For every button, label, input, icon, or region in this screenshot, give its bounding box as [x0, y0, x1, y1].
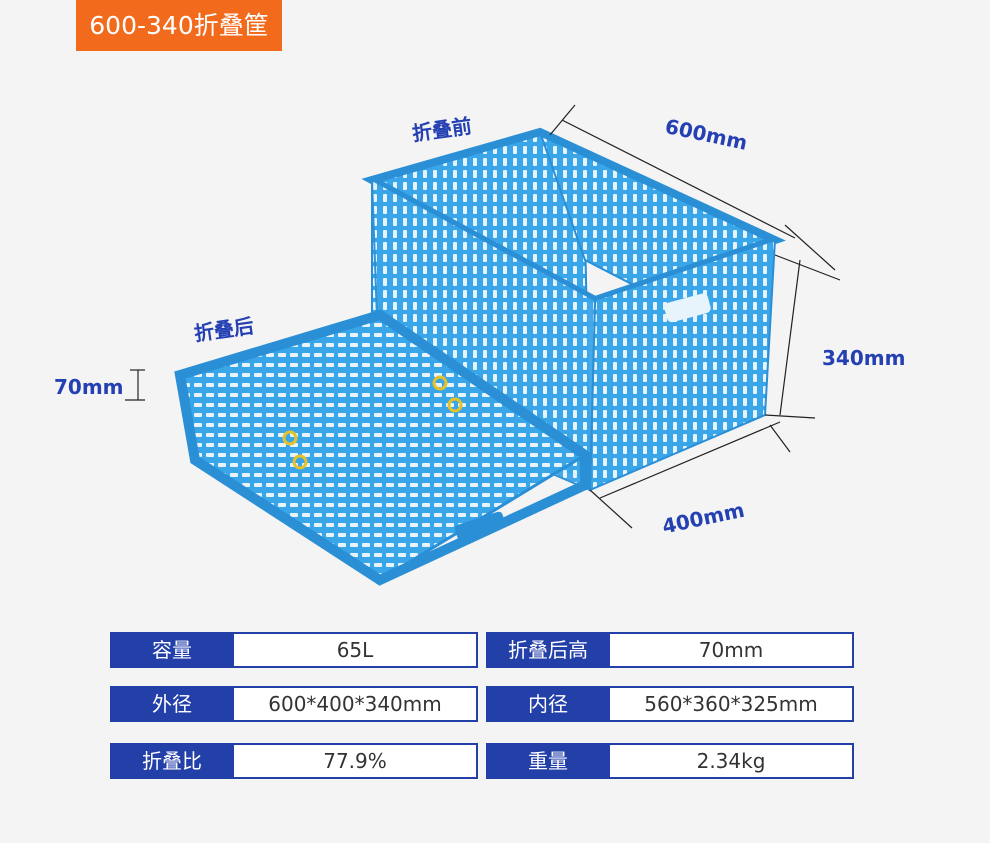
- spec-row: 折叠后高 70mm: [486, 632, 854, 668]
- spec-value: 600*400*340mm: [234, 686, 478, 722]
- crate-illustration: [125, 104, 841, 586]
- spec-row: 内径 560*360*325mm: [486, 686, 854, 722]
- spec-label: 折叠后高: [486, 632, 610, 668]
- spec-row: 容量 65L: [110, 632, 478, 668]
- dimension-folded-height: 70mm: [54, 375, 124, 399]
- spec-label: 容量: [110, 632, 234, 668]
- spec-value: 2.34kg: [610, 743, 854, 779]
- spec-label: 内径: [486, 686, 610, 722]
- spec-row: 重量 2.34kg: [486, 743, 854, 779]
- spec-label: 折叠比: [110, 743, 234, 779]
- spec-value: 65L: [234, 632, 478, 668]
- dimension-lines: [125, 104, 841, 529]
- spec-value: 560*360*325mm: [610, 686, 854, 722]
- spec-row: 外径 600*400*340mm: [110, 686, 478, 722]
- spec-value: 77.9%: [234, 743, 478, 779]
- title-badge: 600-340折叠筐: [76, 0, 282, 51]
- spec-label: 外径: [110, 686, 234, 722]
- spec-label: 重量: [486, 743, 610, 779]
- spec-value: 70mm: [610, 632, 854, 668]
- crate-after-fold: [174, 309, 590, 586]
- product-figure: 折叠前 折叠后 600mm 400mm 340mm 70mm: [0, 60, 990, 600]
- spec-row: 折叠比 77.9%: [110, 743, 478, 779]
- dimension-height: 340mm: [822, 346, 906, 370]
